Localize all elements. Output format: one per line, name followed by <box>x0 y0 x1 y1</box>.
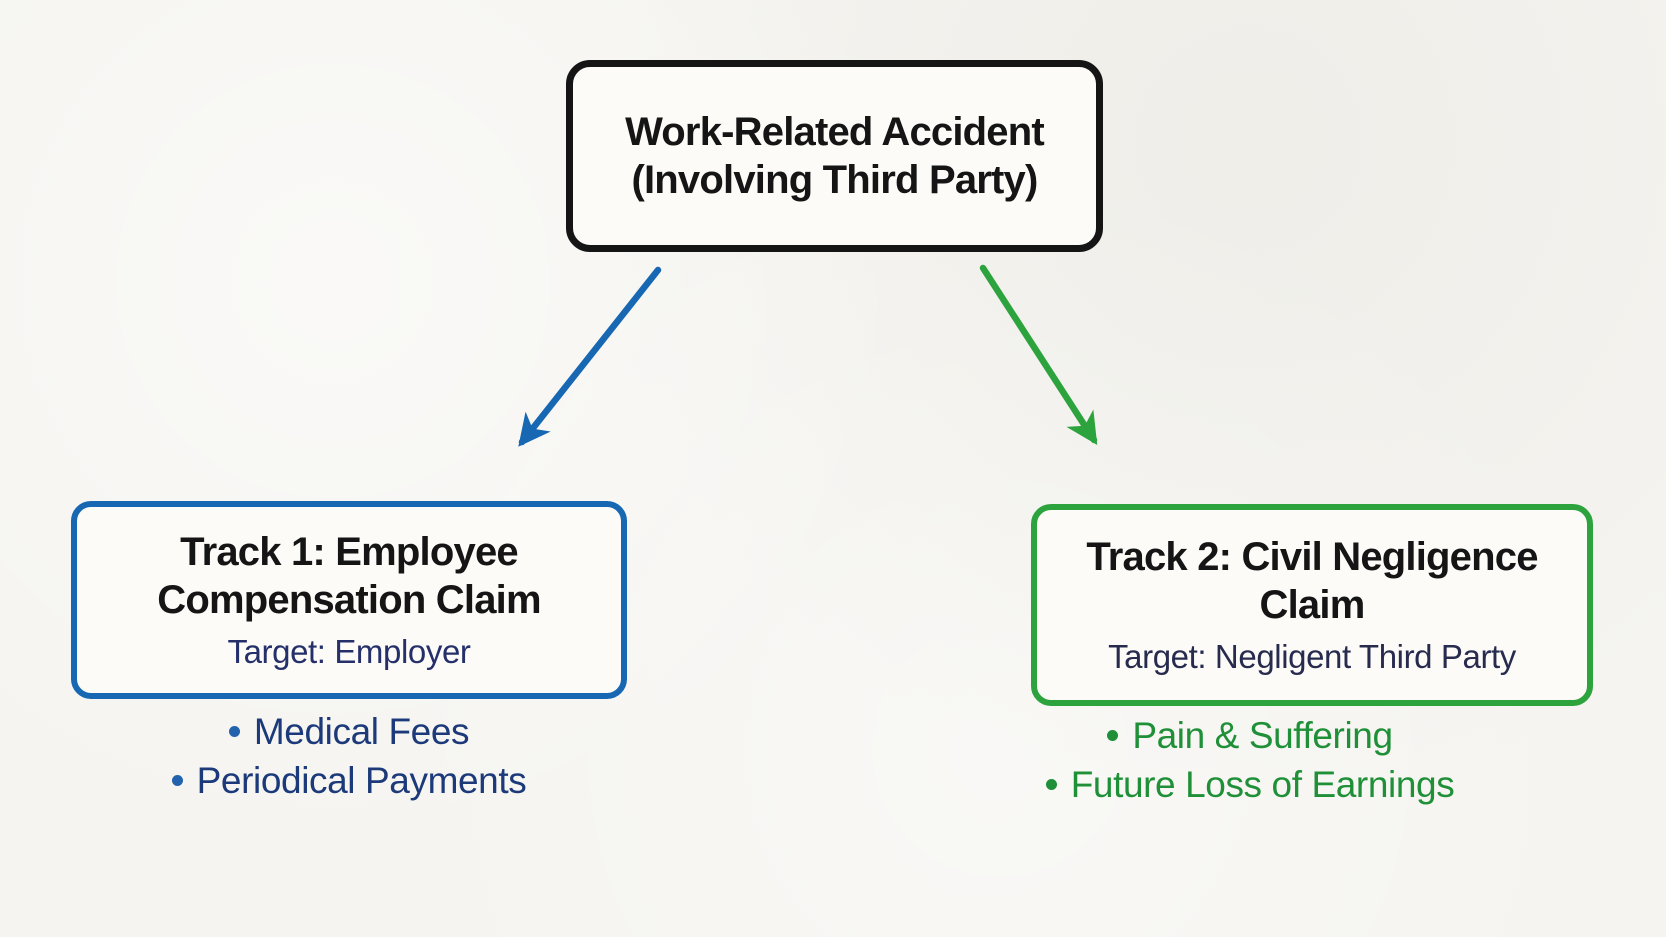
root-box-title: Work-Related Accident (Involving Third P… <box>625 108 1045 204</box>
track2-bullet-2: Future Loss of Earnings <box>1070 763 1455 805</box>
track1-box: Track 1: Employee Compensation Claim Tar… <box>71 501 627 699</box>
track2-title: Track 2: Civil Negligence Claim <box>1086 533 1538 629</box>
track2-bullet-1: Pain & Suffering <box>1132 715 1393 756</box>
list-item: Future Loss of Earnings <box>966 761 1534 810</box>
bullet-dot-icon <box>1045 779 1057 791</box>
track1-bullet-1: Medical Fees <box>253 711 470 752</box>
track1-bullet-2: Periodical Payments <box>196 759 527 801</box>
track1-title: Track 1: Employee Compensation Claim <box>157 528 541 624</box>
list-item: Medical Fees <box>71 708 627 757</box>
track1-title-line1: Track 1: Employee <box>180 530 519 575</box>
track2-title-line2: Claim <box>1259 583 1366 628</box>
bullet-dot-icon <box>171 775 183 787</box>
bullet-dot-icon <box>1107 730 1119 742</box>
track2-target: Target: Negligent Third Party <box>1108 638 1516 676</box>
track1-title-line2: Compensation Claim <box>157 578 541 623</box>
track2-bullet-list: Pain & Suffering Future Loss of Earnings <box>966 712 1534 810</box>
track1-target: Target: Employer <box>227 633 471 671</box>
root-box-title-line2: (Involving Third Party) <box>631 158 1038 202</box>
track1-bullet-list: Medical Fees Periodical Payments <box>71 708 627 806</box>
root-box-work-related-accident: Work-Related Accident (Involving Third P… <box>566 60 1103 252</box>
list-item: Pain & Suffering <box>966 712 1534 761</box>
track2-title-line1: Track 2: Civil Negligence <box>1086 535 1538 580</box>
arrow-to-track2 <box>979 264 1098 446</box>
arrow-to-track1 <box>518 266 662 447</box>
list-item: Periodical Payments <box>71 757 627 806</box>
root-box-title-line1: Work-Related Accident <box>625 110 1045 154</box>
track2-box: Track 2: Civil Negligence Claim Target: … <box>1031 504 1593 706</box>
bullet-dot-icon <box>228 726 240 738</box>
